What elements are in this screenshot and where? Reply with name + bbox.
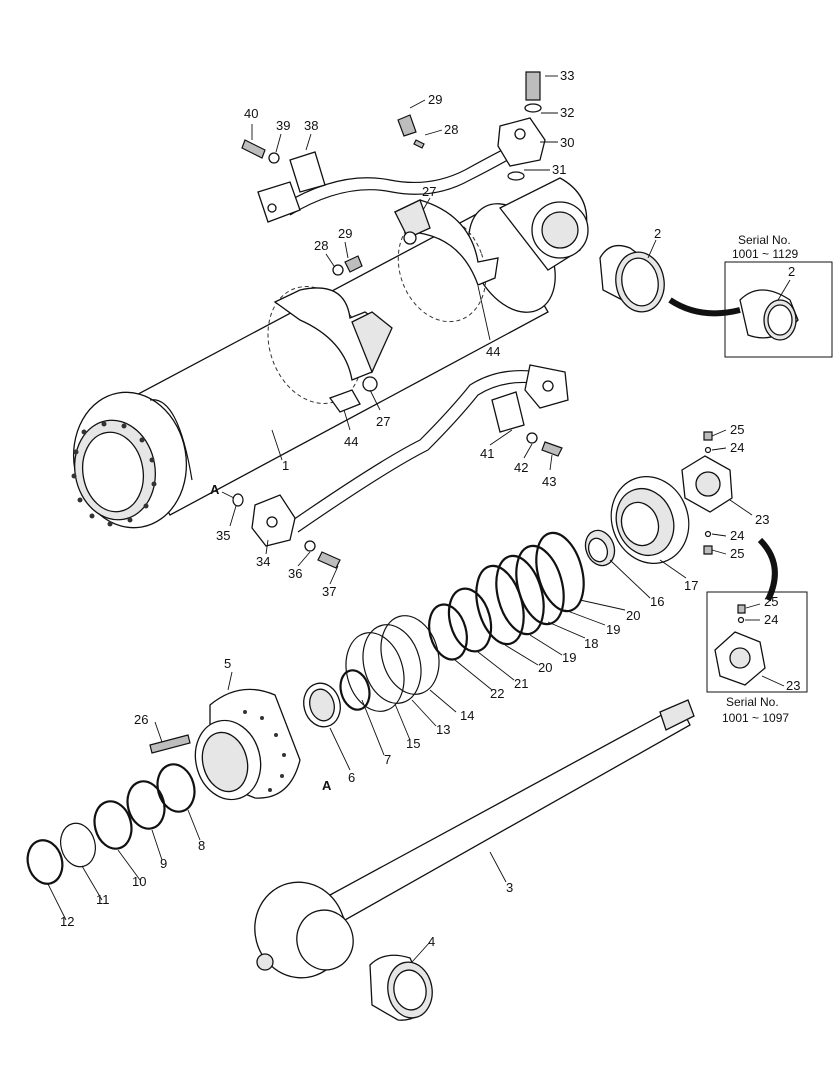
inset-top-part: 2 bbox=[788, 264, 795, 279]
clamp-front bbox=[273, 287, 393, 413]
callout-19-right: 19 bbox=[606, 622, 620, 637]
callout-11: 11 bbox=[96, 892, 110, 907]
bushing-4 bbox=[369, 954, 433, 1021]
callout-42: 42 bbox=[514, 460, 528, 475]
callout-7: 7 bbox=[384, 752, 391, 767]
inset-right-labels: 25 24 23 Serial No. 1001 ~ 1097 bbox=[722, 594, 800, 725]
callout-14: 14 bbox=[460, 708, 474, 723]
flange-bolt-holes bbox=[71, 421, 157, 527]
bushing-6-7 bbox=[303, 669, 371, 728]
fasteners bbox=[232, 71, 563, 569]
callout-27-front: 27 bbox=[376, 414, 390, 429]
callout-16: 16 bbox=[650, 594, 664, 609]
callout-22: 22 bbox=[490, 686, 504, 701]
callout-2: 2 bbox=[654, 226, 661, 241]
rod-cover-5 bbox=[149, 688, 301, 801]
callout-41: 41 bbox=[480, 446, 494, 461]
inset-right bbox=[706, 537, 808, 693]
callout-20-right: 20 bbox=[626, 608, 640, 623]
callout-33: 33 bbox=[560, 68, 574, 83]
callout-39: 39 bbox=[276, 118, 290, 133]
callout-44-front: 44 bbox=[344, 434, 358, 449]
callout-5: 5 bbox=[224, 656, 231, 671]
callout-36: 36 bbox=[288, 566, 302, 581]
marker-a-left: A bbox=[210, 482, 220, 497]
callout-1: 1 bbox=[282, 458, 289, 473]
callout-3: 3 bbox=[506, 880, 513, 895]
inset-right-part-23: 23 bbox=[786, 678, 800, 693]
nut-23 bbox=[681, 431, 733, 555]
seal-rings bbox=[345, 531, 585, 712]
inset-right-part-24: 24 bbox=[764, 612, 778, 627]
callout-35: 35 bbox=[216, 528, 230, 543]
leader-lines bbox=[47, 75, 753, 963]
inset-right-part-25: 25 bbox=[764, 594, 778, 609]
callout-13: 13 bbox=[436, 722, 450, 737]
callout-26: 26 bbox=[134, 712, 148, 727]
rod-seal-rings bbox=[26, 763, 196, 885]
callout-4: 4 bbox=[428, 934, 435, 949]
callout-43: 43 bbox=[542, 474, 556, 489]
inset-top bbox=[668, 261, 833, 358]
inset-top-title: Serial No. bbox=[738, 233, 791, 247]
pipe-upper bbox=[257, 117, 546, 223]
callout-37: 37 bbox=[322, 584, 336, 599]
inset-top-labels: Serial No. 1001 ~ 1129 2 bbox=[732, 233, 799, 301]
pipe-lower bbox=[251, 364, 569, 547]
callout-34: 34 bbox=[256, 554, 270, 569]
marker-a-right: A bbox=[322, 778, 332, 793]
piston-rod-3 bbox=[254, 699, 695, 979]
callout-6: 6 bbox=[348, 770, 355, 785]
callout-18: 18 bbox=[584, 636, 598, 651]
callout-15: 15 bbox=[406, 736, 420, 751]
callout-23: 23 bbox=[755, 512, 769, 527]
inset-right-range: 1001 ~ 1097 bbox=[722, 711, 789, 725]
callout-10: 10 bbox=[132, 874, 146, 889]
callout-28-mid: 28 bbox=[314, 238, 328, 253]
clip-block-38 bbox=[289, 151, 326, 193]
callout-24-bottom: 24 bbox=[730, 528, 744, 543]
clamp-rear bbox=[394, 199, 499, 286]
clip-block-41 bbox=[491, 391, 525, 433]
callout-44-rear: 44 bbox=[486, 344, 500, 359]
callout-40: 40 bbox=[244, 106, 258, 121]
callout-32: 32 bbox=[560, 105, 574, 120]
callout-labels: 33 32 29 28 30 31 40 39 38 27 2 28 29 44… bbox=[60, 68, 769, 949]
callout-29: 29 bbox=[428, 92, 442, 107]
inset-top-range: 1001 ~ 1129 bbox=[732, 247, 799, 261]
callout-28: 28 bbox=[444, 122, 458, 137]
callout-30: 30 bbox=[560, 135, 574, 150]
callout-25-bottom: 25 bbox=[730, 546, 744, 561]
callout-17: 17 bbox=[684, 578, 698, 593]
callout-20-left: 20 bbox=[538, 660, 552, 675]
cylinder-tube bbox=[71, 177, 589, 529]
callout-8: 8 bbox=[198, 838, 205, 853]
callout-21: 21 bbox=[514, 676, 528, 691]
callout-24-top: 24 bbox=[730, 440, 744, 455]
piston-17 bbox=[610, 476, 690, 564]
ring-16 bbox=[584, 529, 616, 567]
callout-19-left: 19 bbox=[562, 650, 576, 665]
callout-31: 31 bbox=[552, 162, 566, 177]
callout-9: 9 bbox=[160, 856, 167, 871]
callout-12: 12 bbox=[60, 914, 74, 929]
callout-38: 38 bbox=[304, 118, 318, 133]
inset-right-title: Serial No. bbox=[726, 695, 779, 709]
callout-29-mid: 29 bbox=[338, 226, 352, 241]
callout-27-top: 27 bbox=[422, 184, 436, 199]
callout-25-top: 25 bbox=[730, 422, 744, 437]
bushing-2 bbox=[599, 244, 665, 313]
